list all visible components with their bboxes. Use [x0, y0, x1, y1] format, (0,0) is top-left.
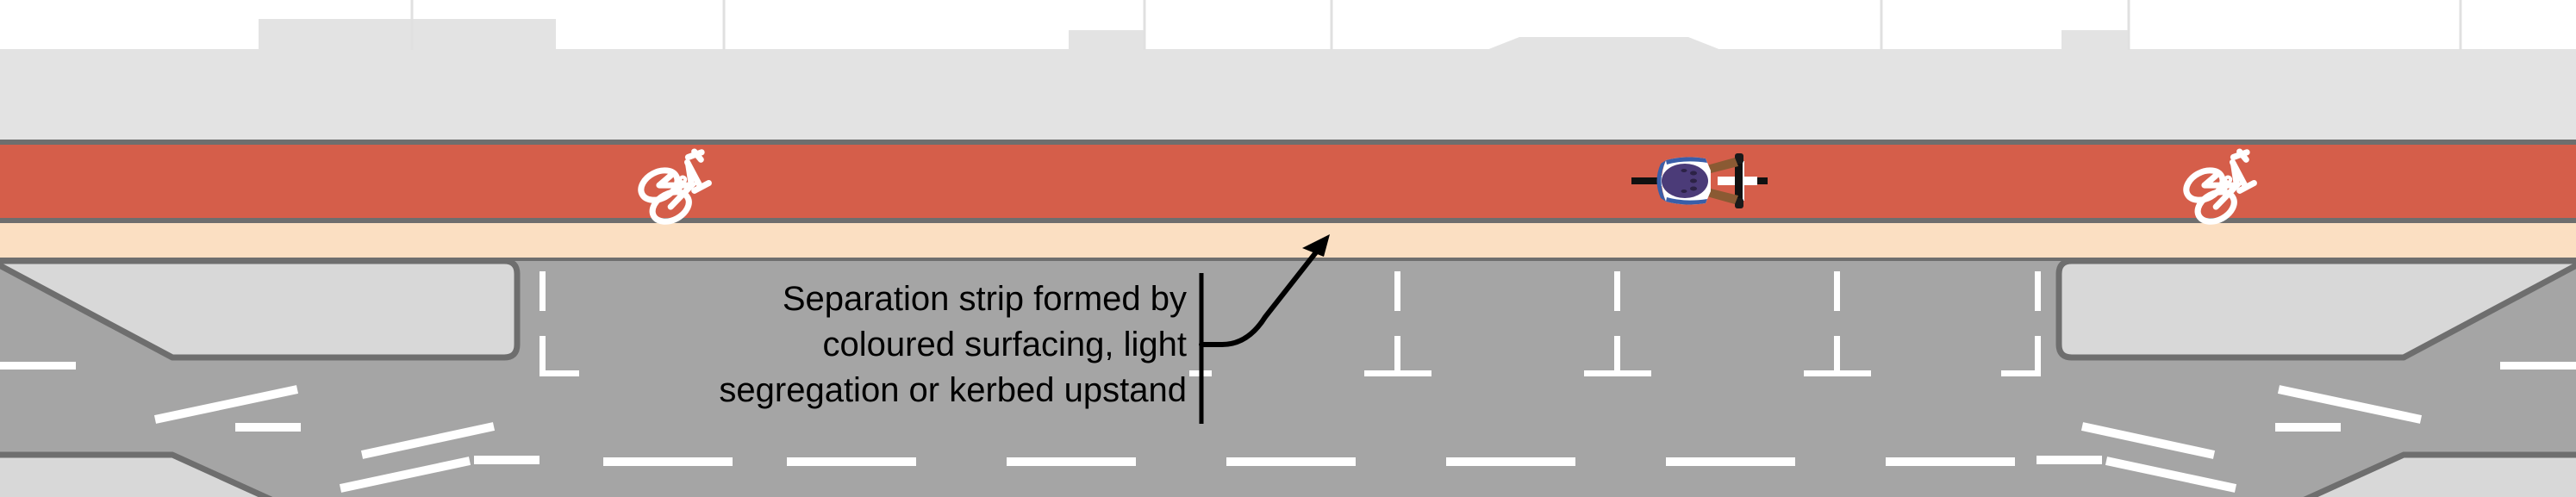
bay-tee-cap — [540, 370, 579, 376]
building-block-4 — [2061, 30, 2129, 50]
island-left-upper — [0, 258, 521, 361]
bike-wheel-front-icon — [649, 189, 692, 225]
bike-pedal-icon — [672, 182, 683, 193]
bike-seat-icon — [2229, 158, 2257, 194]
lane-dash — [1886, 457, 2015, 466]
lane-diagonal-markings-left — [153, 385, 496, 493]
cyclist-helmet-vents — [1681, 169, 1697, 193]
separation-strip-band — [0, 222, 2576, 259]
bike-pedal-icon — [2217, 182, 2228, 193]
separation-strip-callout: Separation strip formed by coloured surf… — [719, 280, 1187, 409]
carriageway-islands — [0, 258, 2576, 497]
cyclist-arm-left — [1704, 158, 1738, 174]
bay-tick-upper — [2035, 271, 2041, 311]
helmet-vent — [1690, 186, 1697, 191]
lane-centre-dashes — [603, 457, 2015, 466]
helmet-vent — [1681, 169, 1687, 172]
lane-diagonal — [360, 422, 496, 459]
bay-tee-stem — [2035, 336, 2041, 376]
island-right-upper — [2055, 258, 2576, 361]
footway-band — [0, 49, 2576, 140]
bay-tee — [1364, 336, 1431, 376]
bike-handlebar-icon — [684, 148, 705, 163]
building-block-3 — [1487, 37, 1721, 50]
bay-tee — [1584, 336, 1651, 376]
bay-tee-cap — [2001, 370, 2041, 376]
cyclist-arm-right — [1704, 188, 1738, 204]
lane-dash — [787, 457, 916, 466]
plot-boundary-lines — [410, 0, 2462, 50]
cyclist-jersey-trim-lower — [1666, 197, 1707, 205]
bay-tick-upper — [1394, 271, 1400, 311]
cyclist-handlebar-grip-left — [1735, 153, 1743, 164]
lane-dash — [1007, 457, 1136, 466]
lane-diagonal — [339, 457, 471, 493]
building-silhouettes — [259, 0, 2462, 50]
lane-dash — [1446, 457, 1575, 466]
lane-diagonal — [2105, 457, 2237, 493]
bay-tee-stem — [1394, 336, 1400, 376]
bay-tee-stem — [1614, 336, 1620, 376]
lane-diagonal — [2080, 422, 2216, 459]
building-block-2 — [1069, 30, 1145, 50]
bicycle-symbol-left — [638, 148, 712, 225]
callout-leader-line — [1199, 234, 1330, 424]
building-block-1 — [259, 19, 556, 50]
cycle-track-band — [0, 144, 2576, 219]
lane-joiner — [474, 456, 540, 464]
callout-line-3: segregation or kerbed upstand — [719, 371, 1187, 409]
bicycle-pavement-markings — [638, 148, 2257, 225]
callout-arrowhead-icon — [1302, 234, 1330, 257]
callout-line-2: coloured surfacing, light — [823, 326, 1187, 363]
callout-arrow-path — [1199, 242, 1325, 347]
lane-edge-dash — [0, 362, 76, 370]
lane-joiner — [2036, 456, 2102, 464]
bay-tick-upper — [1614, 271, 1620, 311]
lane-diagonal — [2277, 385, 2423, 424]
helmet-vent — [1690, 178, 1697, 183]
bay-tee-cap — [1584, 370, 1651, 376]
bike-seat-icon — [683, 158, 712, 194]
callout-line-1: Separation strip formed by — [783, 280, 1187, 318]
bicycle-symbol-right — [2183, 148, 2257, 225]
cyclist-jersey-back — [1656, 160, 1666, 202]
carriageway-lane-markings — [0, 362, 2576, 493]
cyclist-top-view — [1631, 153, 1768, 208]
helmet-vent — [1690, 171, 1697, 176]
cyclist-handlebar — [1735, 156, 1743, 206]
cyclist-jersey-trim — [1666, 157, 1707, 165]
lane-edge-dash — [2500, 362, 2576, 370]
bay-tee-left-L — [540, 336, 579, 376]
bay-tee-cap — [1364, 370, 1431, 376]
bike-wheel-front-icon — [2194, 189, 2237, 225]
cyclist-handlebar-grip-right — [1735, 198, 1743, 208]
lane-dash — [603, 457, 733, 466]
bike-handlebar-icon — [2230, 148, 2250, 163]
lane-diagonal-markings-right — [2080, 385, 2423, 493]
bay-tick-upper — [1834, 271, 1840, 311]
bike-crank-icon — [2224, 175, 2233, 184]
cyclist-helmet — [1662, 164, 1708, 198]
island-left-lower — [0, 451, 273, 497]
bike-crank-icon — [678, 175, 688, 184]
lane-dash — [1226, 457, 1356, 466]
bay-tee-cap — [1804, 370, 1871, 376]
lane-joiner — [235, 423, 301, 432]
helmet-vent — [1681, 189, 1687, 193]
bay-tee-stem — [540, 336, 546, 376]
bay-tee — [1804, 336, 1871, 376]
lane-diagonal — [153, 385, 299, 424]
bay-tick-upper — [540, 271, 546, 311]
bay-tee-right-L — [2001, 336, 2041, 376]
island-right-lower — [2303, 451, 2576, 497]
lane-dash — [1666, 457, 1795, 466]
bay-tee-stem — [1834, 336, 1840, 376]
lane-joiner — [2275, 423, 2341, 432]
